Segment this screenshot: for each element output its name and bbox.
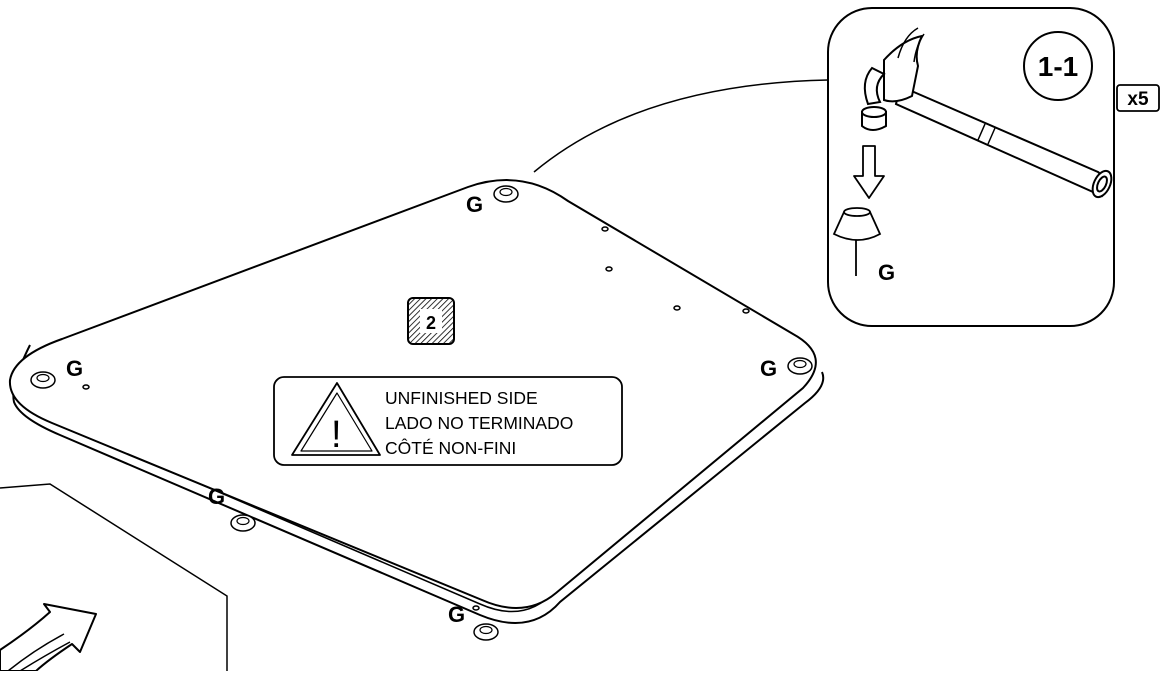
step-number: 1-1	[1038, 51, 1078, 82]
part-label-g-lower-left: G	[208, 484, 225, 509]
lower-detail-callout	[0, 483, 228, 671]
part-label-g-top: G	[466, 192, 483, 217]
step-badge: 1-1	[1023, 31, 1093, 101]
glide-left	[30, 371, 56, 389]
curved-arrow-icon	[0, 603, 97, 672]
quantity-badge: x5	[1116, 84, 1160, 112]
quantity-label: x5	[1127, 89, 1149, 110]
part-label-g-bottom: G	[448, 602, 465, 627]
down-arrow-icon	[853, 145, 885, 199]
warning-line-french: CÔTÉ NON-FINI	[385, 437, 516, 458]
part-label-g-right: G	[760, 356, 777, 381]
glide-lower-left	[230, 514, 256, 532]
warning-line-spanish: LADO NO TERMINADO	[385, 413, 573, 433]
callout-leader-line	[533, 79, 829, 173]
warning-triangle-icon	[291, 382, 381, 456]
piece-number: 2	[426, 313, 436, 333]
glide-nail-icon	[832, 207, 882, 276]
detail-part-label-g: G	[878, 260, 895, 285]
hammer-icon	[861, 27, 1113, 199]
part-label-g-left: G	[66, 356, 83, 381]
warning-exclamation: !	[331, 414, 342, 456]
glide-top	[493, 185, 519, 203]
warning-line-english: UNFINISHED SIDE	[385, 388, 538, 408]
glide-bottom	[473, 623, 499, 641]
pilot-holes	[82, 226, 750, 611]
glide-right	[787, 357, 813, 375]
warning-label: ! UNFINISHED SIDE LADO NO TERMINADO CÔTÉ…	[273, 376, 623, 466]
piece-number-badge: 2	[407, 297, 455, 345]
